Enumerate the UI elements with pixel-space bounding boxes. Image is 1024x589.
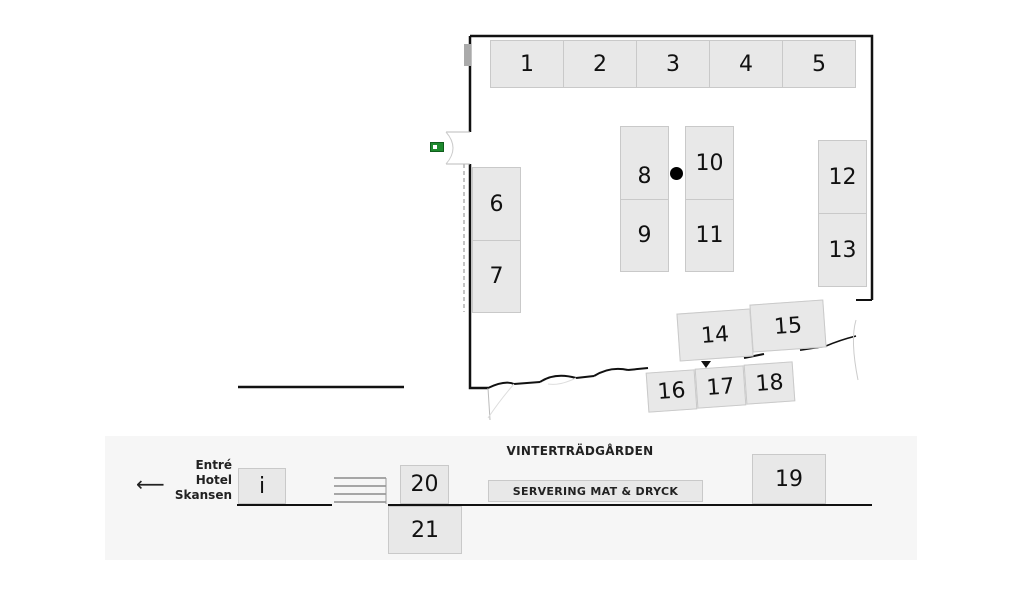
booth-label: 17 <box>705 373 736 401</box>
booth-label: 15 <box>773 312 803 340</box>
booth-label: 5 <box>812 51 826 77</box>
booth-label: 21 <box>411 517 439 543</box>
entry-line-1: Entré <box>195 458 232 472</box>
booth-21[interactable]: 21 <box>388 506 462 554</box>
booth-label: 14 <box>700 321 730 349</box>
serving-area[interactable]: SERVERING MAT & DRYCK <box>488 480 703 502</box>
booth-3[interactable]: 3 <box>636 40 710 88</box>
entry-line-2: Hotel <box>195 473 232 487</box>
booth-label: 3 <box>666 51 680 77</box>
booth-16[interactable]: 16 <box>645 369 698 413</box>
booth-label: 9 <box>637 223 652 248</box>
booth-1[interactable]: 1 <box>490 40 564 88</box>
booth-label: 16 <box>656 377 687 405</box>
booth-11[interactable]: 11 <box>685 199 734 272</box>
booth-5[interactable]: 5 <box>782 40 856 88</box>
arrow-left-icon: ⟵ <box>136 472 165 496</box>
booth-14[interactable]: 14 <box>676 308 754 362</box>
booth-10[interactable]: 10 <box>685 126 734 200</box>
booth-17[interactable]: 17 <box>694 365 747 409</box>
booth-20[interactable]: 20 <box>400 465 449 504</box>
entry-label: Entré Hotel Skansen <box>168 458 232 503</box>
area-title: VINTERTRÄDGÅRDEN <box>506 444 654 458</box>
info-label: i <box>258 473 266 499</box>
booth-label: 1 <box>520 51 534 77</box>
booth-label: 6 <box>489 191 504 217</box>
booth-label: 12 <box>828 164 857 190</box>
booth-label: 11 <box>695 223 724 248</box>
booth-8[interactable]: 8 <box>620 126 669 200</box>
info-booth[interactable]: i <box>238 468 286 504</box>
entry-line-3: Skansen <box>174 488 232 502</box>
booth-18[interactable]: 18 <box>743 361 796 405</box>
booth-label: 19 <box>775 466 803 492</box>
booth-label: 2 <box>593 51 607 77</box>
booth-2[interactable]: 2 <box>563 40 637 88</box>
booth-label: 7 <box>489 264 504 289</box>
booth-label: 20 <box>410 472 439 497</box>
booth-label: 18 <box>754 369 785 397</box>
serving-label: SERVERING MAT & DRYCK <box>512 484 679 498</box>
booth-15[interactable]: 15 <box>749 299 827 353</box>
door-arrow-icon <box>701 361 711 368</box>
booth-4[interactable]: 4 <box>709 40 783 88</box>
booth-12[interactable]: 12 <box>818 140 867 214</box>
booth-9[interactable]: 9 <box>620 199 669 272</box>
booth-label: 13 <box>828 237 857 263</box>
booth-label: 10 <box>695 151 724 176</box>
booth-label: 4 <box>739 51 753 77</box>
booth-7[interactable]: 7 <box>472 240 521 313</box>
booth-label: 8 <box>637 164 652 189</box>
booth-6[interactable]: 6 <box>472 167 521 241</box>
booth-13[interactable]: 13 <box>818 213 867 287</box>
emergency-exit-icon <box>430 142 444 152</box>
booth-19[interactable]: 19 <box>752 454 826 504</box>
pillar-icon <box>670 167 683 180</box>
